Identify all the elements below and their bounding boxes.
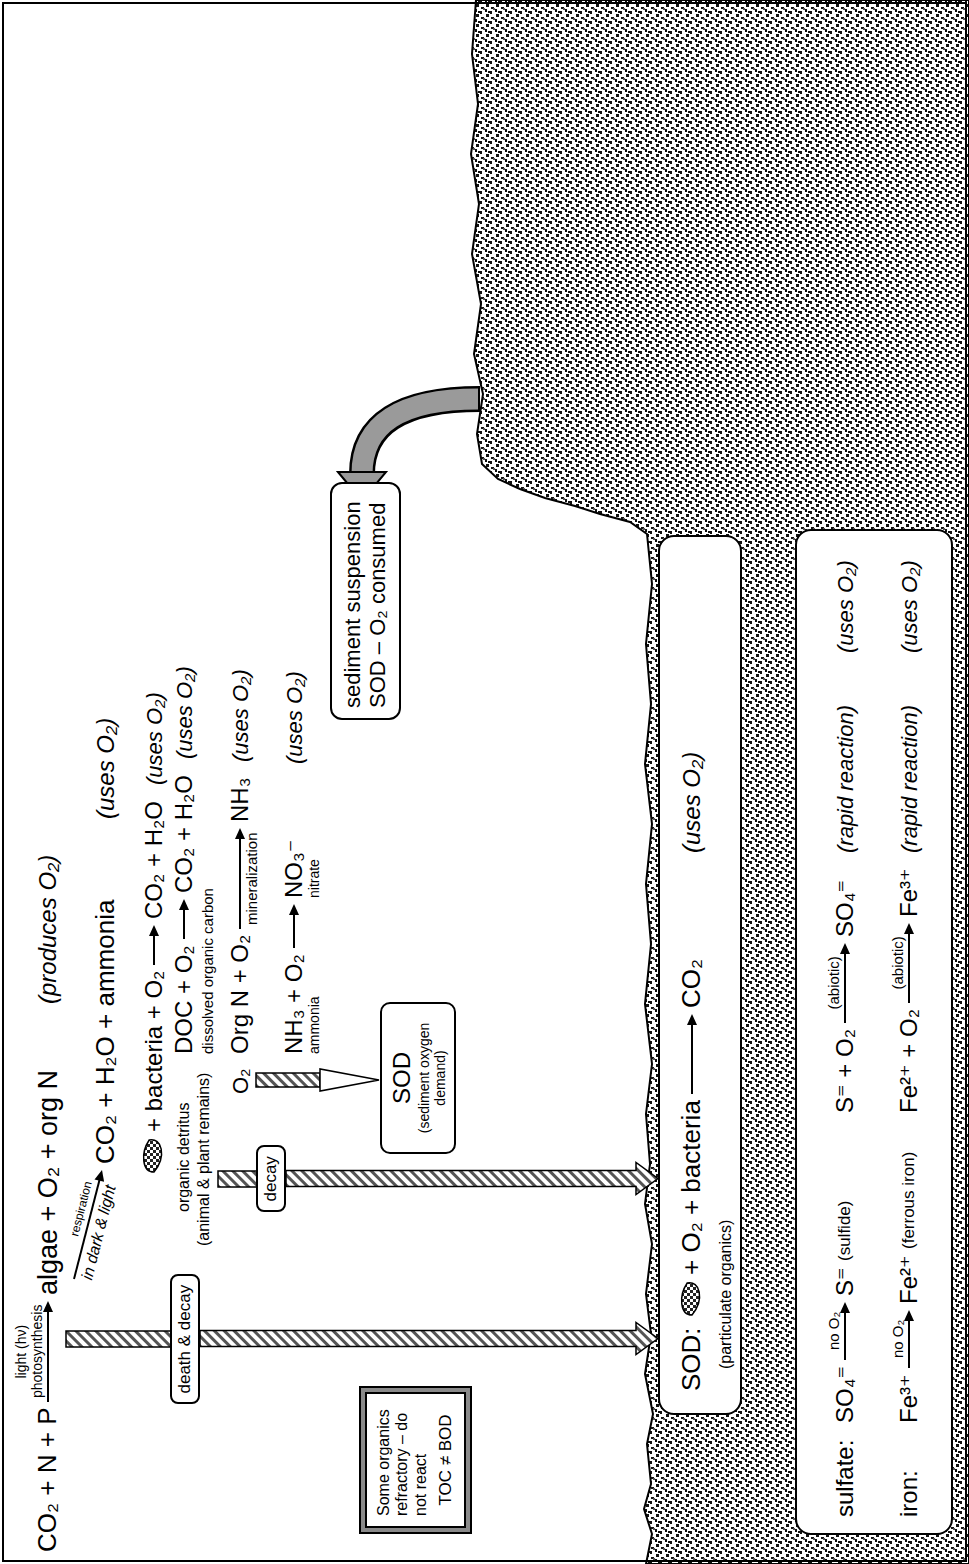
arrow-head <box>904 1310 914 1321</box>
decay-flow-arrow <box>200 1323 658 1355</box>
arrow-head <box>840 943 850 954</box>
arrow-head <box>149 925 159 936</box>
process-box: SOD(sediment oxygen demand) <box>380 1002 456 1154</box>
equation-text: SO₄⁼ <box>831 880 859 937</box>
equation-text: CO₂ + N + P <box>33 1408 63 1552</box>
frame <box>3 3 966 1561</box>
arrow-label: photosynthesis <box>29 1305 45 1398</box>
equation-text: (uses O₂) <box>897 560 922 653</box>
equation-text: SO₄⁼ <box>831 1366 859 1423</box>
process-label-box: death & decay <box>170 1274 200 1405</box>
equation-text: SOD: <box>677 1327 707 1391</box>
hatched-arrow <box>200 1323 658 1355</box>
arrow-label: mineralization <box>243 832 260 925</box>
equation-text: (particulate organics) <box>717 1220 735 1369</box>
equation-text: Fe³⁺ <box>895 1374 923 1423</box>
equation-text: CO₂ + H₂O <box>140 801 168 919</box>
arrow-label: (abiotic) <box>889 936 906 989</box>
equation-text: Org N + O₂ <box>226 935 254 1054</box>
reaction-arrow <box>844 952 846 1023</box>
hatched-arrow <box>286 1163 658 1195</box>
reaction-arrow <box>47 1310 49 1402</box>
box-text: decay <box>261 1156 281 1201</box>
arrow-head <box>179 899 189 910</box>
equation-text: (uses O₂) <box>833 560 858 653</box>
reaction-arrow <box>844 1311 846 1360</box>
box-text: sediment suspension SOD – O₂ consumed <box>340 494 391 708</box>
arrow-label: light (hν) <box>13 1325 29 1379</box>
reaction-arrow <box>691 1023 693 1094</box>
equation-text: DOC + O₂ <box>170 945 198 1054</box>
arrow-head <box>289 904 299 915</box>
arrow-head <box>904 923 914 934</box>
oxygen-arrow-shaft <box>256 1073 320 1087</box>
detritus-particle <box>682 1283 700 1315</box>
resuspension-arrow <box>362 399 478 474</box>
equation-text: (uses O₂) <box>172 666 197 759</box>
equation-text: iron: <box>895 1470 923 1517</box>
oxygen-arrow-head <box>320 1069 379 1091</box>
arrow-head <box>687 1014 697 1025</box>
equation-text: CO₂ + H₂O + ammonia <box>91 900 121 1164</box>
equation-text: algae + O₂ + org N <box>33 1070 64 1295</box>
equation-text: dissolved organic carbon <box>199 888 216 1054</box>
box-text: (sediment oxygen demand) <box>416 1012 448 1144</box>
equation-text: (uses O₂) <box>228 669 253 762</box>
equation-text: + bacteria + O₂ <box>140 971 168 1132</box>
equation-text: Fe²⁺ + O₂ <box>895 1009 923 1113</box>
equation-text: (rapid reaction) <box>833 705 858 853</box>
equation-text: (sulfide) <box>835 1201 855 1261</box>
note-text: Some organics refractory – do not react <box>375 1404 430 1516</box>
box-text: death & decay <box>175 1285 195 1394</box>
death-arrow-tail <box>66 1331 178 1347</box>
arrow-head <box>840 1302 850 1313</box>
species-name: ammonia <box>306 996 322 1054</box>
equation-text: Fe²⁺ <box>895 1255 923 1304</box>
arrow-label: no O₂ <box>825 1312 842 1350</box>
equation-text: (uses O₂) <box>678 752 706 853</box>
box-text: SOD <box>388 1012 416 1144</box>
reaction-box: SOD: + O₂ + bacteria CO₂ (uses O₂) (particul… <box>658 535 742 1415</box>
reaction-arrow <box>908 932 910 1003</box>
species-name: nitrate <box>306 859 322 898</box>
equation-text: (uses O₂) <box>142 692 167 785</box>
detritus-particle <box>144 1140 162 1172</box>
equation-text: S⁼ + O₂ <box>831 1029 859 1113</box>
reaction-arrow <box>153 934 155 965</box>
reaction-arrow <box>908 1319 910 1368</box>
equation-text: (rapid reaction) <box>897 705 922 853</box>
note-text: TOC ≠ BOD <box>436 1404 456 1516</box>
equation-text: (ferrous iron) <box>899 1152 919 1249</box>
equation-text: NH₃ + O₂ <box>280 954 308 1054</box>
equation-text: + O₂ + bacteria <box>677 1100 707 1275</box>
equation-text: CO₂ <box>677 959 707 1008</box>
reaction-arrow <box>293 913 295 948</box>
equation-text: organic detritus <box>175 1103 193 1212</box>
equation-text: CO₂ + H₂O <box>170 775 198 893</box>
reaction-arrow <box>183 908 185 939</box>
resuspension-arrow <box>362 399 480 474</box>
equation-text: (uses O₂) <box>92 718 120 819</box>
arrow-label: no O₂ <box>889 1320 906 1358</box>
process-box: sediment suspension SOD – O₂ consumed <box>330 482 401 720</box>
reaction-box: sulfate: SO₄⁼ no O₂ S⁼ (sulfide) S⁼ + O₂ (abio… <box>795 529 953 1535</box>
reaction-arrow <box>239 837 241 929</box>
equation-text: S⁼ <box>831 1267 859 1296</box>
equation-text: O₂ <box>228 1068 253 1094</box>
equation-text: sulfate: <box>831 1440 859 1517</box>
equation-text: (produces O₂) <box>34 855 62 1004</box>
decay-flow-arrow <box>286 1163 658 1195</box>
equation-text: NH₃ <box>226 778 254 822</box>
equation-text: NO₃⁻ <box>280 840 308 898</box>
arrow-head <box>95 1170 105 1182</box>
equation-text: Fe³⁺ <box>895 868 923 917</box>
note-box: Some organics refractory – do not reactT… <box>365 1392 466 1528</box>
sediment-bed <box>471 0 969 1564</box>
equation-text: (uses O₂) <box>282 671 307 764</box>
arrow-label: (abiotic) <box>825 956 842 1009</box>
process-label-box: decay <box>256 1145 286 1212</box>
equation-text: (animal & plant remains) <box>195 1073 213 1246</box>
box-drawing <box>797 531 951 1533</box>
